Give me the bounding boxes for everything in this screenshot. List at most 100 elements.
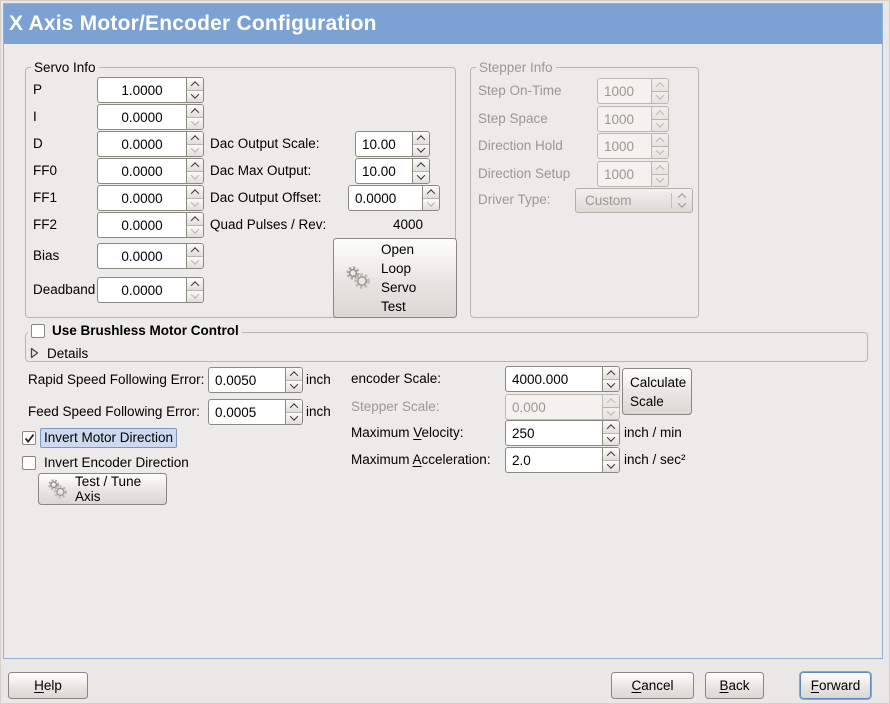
spin-up-button[interactable] — [603, 367, 619, 380]
spin-down-button[interactable] — [413, 144, 429, 156]
spin-up-button[interactable] — [187, 244, 203, 257]
page-title: X Axis Motor/Encoder Configuration — [9, 12, 377, 35]
spin-down-button[interactable] — [413, 171, 429, 183]
checkmark-icon — [24, 433, 34, 443]
i-input[interactable] — [98, 105, 186, 129]
bias-spinbox[interactable] — [97, 243, 204, 269]
gears-icon — [346, 266, 370, 289]
deadband-input[interactable] — [98, 278, 186, 302]
feed-following-error-spinbox[interactable] — [208, 399, 303, 425]
max-acceleration-label: Maximum Acceleration: — [351, 452, 491, 467]
spin-up-button[interactable] — [187, 278, 203, 291]
invert-motor-checkbox[interactable] — [22, 431, 36, 445]
p-spinbox[interactable] — [97, 77, 204, 103]
dac-output-offset-spinbox[interactable] — [348, 185, 440, 211]
spin-down-button[interactable] — [187, 198, 203, 210]
feed-following-error-input[interactable] — [209, 400, 285, 424]
forward-button[interactable]: Forward — [800, 672, 871, 699]
invert-encoder-label[interactable]: Invert Encoder Direction — [44, 455, 189, 470]
brushless-frame: Use Brushless Motor Control — [25, 322, 868, 362]
dac-output-scale-label: Dac Output Scale: — [210, 136, 320, 151]
spin-down-button[interactable] — [603, 460, 619, 472]
chevron-up-icon — [289, 402, 299, 412]
deadband-spinbox[interactable] — [97, 277, 204, 303]
bias-label: Bias — [33, 248, 60, 263]
step-on-time-label: Step On-Time — [478, 83, 562, 98]
encoder-scale-input[interactable] — [506, 367, 602, 391]
chevron-up-icon — [416, 161, 426, 171]
spin-up-button[interactable] — [413, 159, 429, 172]
spin-down-button[interactable] — [603, 433, 619, 445]
spin-up-button — [652, 107, 668, 120]
bias-input[interactable] — [98, 244, 186, 268]
invert-encoder-checkbox[interactable] — [22, 456, 36, 470]
max-acceleration-spinbox[interactable] — [505, 447, 620, 473]
open-loop-servo-test-button[interactable]: Open Loop Servo Test — [333, 238, 457, 318]
spin-down-button[interactable] — [423, 198, 439, 210]
open-loop-servo-test-label: Open Loop Servo Test — [381, 242, 417, 314]
spin-up-button[interactable] — [187, 105, 203, 118]
details-expander[interactable]: Details — [30, 345, 88, 361]
encoder-scale-spinbox[interactable] — [505, 366, 620, 392]
ff0-input[interactable] — [98, 159, 186, 183]
max-velocity-spinbox[interactable] — [505, 420, 620, 446]
p-label: P — [33, 82, 43, 97]
spin-up-button[interactable] — [187, 213, 203, 226]
spin-down-button[interactable] — [603, 379, 619, 391]
dac-output-scale-spinbox[interactable] — [355, 131, 430, 157]
details-label: Details — [47, 345, 89, 361]
dac-output-scale-input[interactable] — [356, 132, 412, 156]
spin-down-button[interactable] — [187, 171, 203, 183]
chevron-down-icon — [190, 117, 200, 127]
dac-max-output-spinbox[interactable] — [355, 158, 430, 184]
invert-motor-label[interactable]: Invert Motor Direction — [40, 428, 178, 448]
spin-down-button[interactable] — [187, 117, 203, 129]
spin-down-button[interactable] — [187, 290, 203, 302]
spin-up-button[interactable] — [187, 159, 203, 172]
spin-down-button[interactable] — [187, 90, 203, 102]
max-acceleration-input[interactable] — [506, 448, 602, 472]
ff2-input[interactable] — [98, 213, 186, 237]
chevron-down-icon — [190, 144, 200, 154]
spin-up-button[interactable] — [603, 448, 619, 461]
spin-up-button[interactable] — [187, 78, 203, 91]
test-tune-axis-button[interactable]: Test / Tune Axis — [38, 473, 167, 505]
spin-up-button[interactable] — [187, 132, 203, 145]
chevron-up-icon — [190, 80, 200, 90]
spin-up-button[interactable] — [603, 421, 619, 434]
updown-chevrons-icon — [672, 193, 692, 208]
d-spinbox[interactable] — [97, 131, 204, 157]
ff1-input[interactable] — [98, 186, 186, 210]
calculate-scale-button[interactable]: Calculate Scale — [622, 368, 692, 415]
spin-down-button — [603, 407, 619, 419]
rapid-following-error-spinbox[interactable] — [208, 367, 303, 393]
ff1-spinbox[interactable] — [97, 185, 204, 211]
spin-up-button[interactable] — [286, 368, 302, 381]
dac-output-offset-input[interactable] — [349, 186, 422, 210]
spin-up-button[interactable] — [187, 186, 203, 199]
spin-down-button[interactable] — [286, 380, 302, 392]
max-velocity-input[interactable] — [506, 421, 602, 445]
spin-down-button[interactable] — [187, 144, 203, 156]
dac-max-output-input[interactable] — [356, 159, 412, 183]
dac-output-offset-label: Dac Output Offset: — [210, 190, 322, 205]
chevron-up-icon — [655, 109, 665, 119]
ff0-spinbox[interactable] — [97, 158, 204, 184]
d-input[interactable] — [98, 132, 186, 156]
cancel-button[interactable]: Cancel — [611, 672, 694, 699]
back-button[interactable]: Back — [705, 672, 764, 699]
spin-up-button[interactable] — [423, 186, 439, 199]
spin-down-button[interactable] — [286, 412, 302, 424]
ff2-spinbox[interactable] — [97, 212, 204, 238]
spin-down-button[interactable] — [187, 225, 203, 237]
p-input[interactable] — [98, 78, 186, 102]
spin-up-button[interactable] — [413, 132, 429, 145]
use-brushless-checkbox[interactable] — [31, 323, 45, 338]
help-button[interactable]: Help — [8, 672, 88, 699]
spin-down-button[interactable] — [187, 256, 203, 268]
rapid-following-error-input[interactable] — [209, 368, 285, 392]
i-spinbox[interactable] — [97, 104, 204, 130]
use-brushless-label: Use Brushless Motor Control — [52, 323, 239, 338]
driver-type-value: Custom — [585, 193, 632, 208]
spin-up-button[interactable] — [286, 400, 302, 413]
